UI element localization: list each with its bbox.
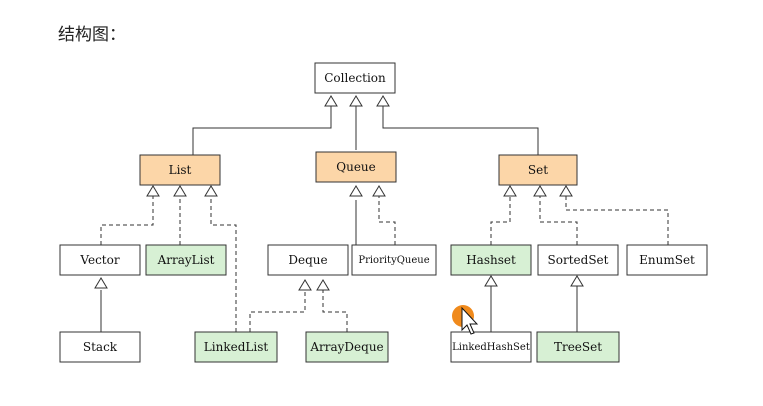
node-treeset: TreeSet — [536, 331, 620, 363]
node-sortedset: SortedSet — [537, 244, 619, 276]
node-arraydeque: ArrayDeque — [305, 331, 389, 363]
node-label: Collection — [324, 71, 386, 85]
node-label: ArrayList — [157, 253, 215, 267]
edge-vector-list — [100, 196, 154, 245]
arrowhead-hashset — [484, 275, 498, 287]
node-label: Set — [528, 163, 548, 177]
node-label: LinkedList — [204, 340, 269, 354]
node-linkedlist: LinkedList — [194, 331, 278, 363]
node-label: SortedSet — [548, 253, 609, 267]
arrowhead-set-3 — [559, 185, 573, 197]
node-queue: Queue — [315, 151, 397, 183]
arrowhead-queue-1 — [349, 185, 363, 197]
node-arraylist: ArrayList — [145, 244, 227, 276]
arrowhead-deque-2 — [316, 279, 330, 291]
node-label: PriorityQueue — [358, 255, 429, 266]
edge-set-collection — [382, 106, 539, 155]
node-linkedhashset: LinkedHashSet — [450, 331, 532, 363]
arrowhead-set-2 — [533, 185, 547, 197]
edge-linkedlist-deque — [249, 290, 306, 332]
arrowhead-set-1 — [503, 185, 517, 197]
arrowhead-list-3 — [204, 185, 218, 197]
edges — [100, 106, 578, 332]
node-label: Hashset — [466, 253, 516, 267]
edge-hashset-set — [490, 196, 511, 245]
arrowhead-collection-middle — [349, 95, 363, 107]
node-label: LinkedHashSet — [452, 342, 530, 353]
arrow-pointer-icon — [461, 306, 479, 335]
node-label: Stack — [83, 340, 118, 354]
node-priorityqueue: PriorityQueue — [351, 244, 437, 276]
node-hashset: Hashset — [450, 244, 532, 276]
arrowhead-list-2 — [173, 185, 187, 197]
node-deque: Deque — [267, 244, 349, 276]
node-label: Deque — [288, 253, 327, 267]
dashed-edges — [100, 194, 669, 332]
node-label: TreeSet — [554, 340, 602, 354]
edge-list-collection — [192, 106, 332, 155]
node-label: Vector — [79, 253, 119, 267]
edge-linkedlist-list — [210, 196, 237, 332]
node-collection: Collection — [314, 62, 396, 94]
node-label: ArrayDeque — [309, 340, 383, 354]
node-label: Queue — [336, 160, 376, 174]
node-list: List — [139, 154, 221, 186]
node-enumset: EnumSet — [626, 244, 708, 276]
node-label: List — [169, 163, 192, 177]
edge-priorityqueue-queue — [378, 194, 396, 245]
node-set: Set — [498, 154, 578, 186]
node-vector: Vector — [59, 244, 141, 276]
arrowhead-sortedset — [570, 275, 584, 287]
arrowhead-collection-right — [376, 95, 390, 107]
edge-enumset-set — [565, 196, 669, 245]
diagram-heading: 结构图： — [58, 25, 126, 45]
arrowhead-deque-1 — [298, 279, 312, 291]
edge-arraydeque-deque — [322, 290, 348, 332]
mouse-cursor-icon — [452, 305, 479, 335]
arrowheads — [94, 95, 584, 291]
edge-sortedset-set — [539, 196, 578, 245]
arrowhead-queue-2 — [372, 185, 386, 197]
arrowhead-list-1 — [146, 185, 160, 197]
arrowhead-collection-left — [324, 95, 338, 107]
arrowhead-vector — [94, 277, 108, 289]
node-label: EnumSet — [639, 253, 695, 267]
node-stack: Stack — [59, 331, 141, 363]
